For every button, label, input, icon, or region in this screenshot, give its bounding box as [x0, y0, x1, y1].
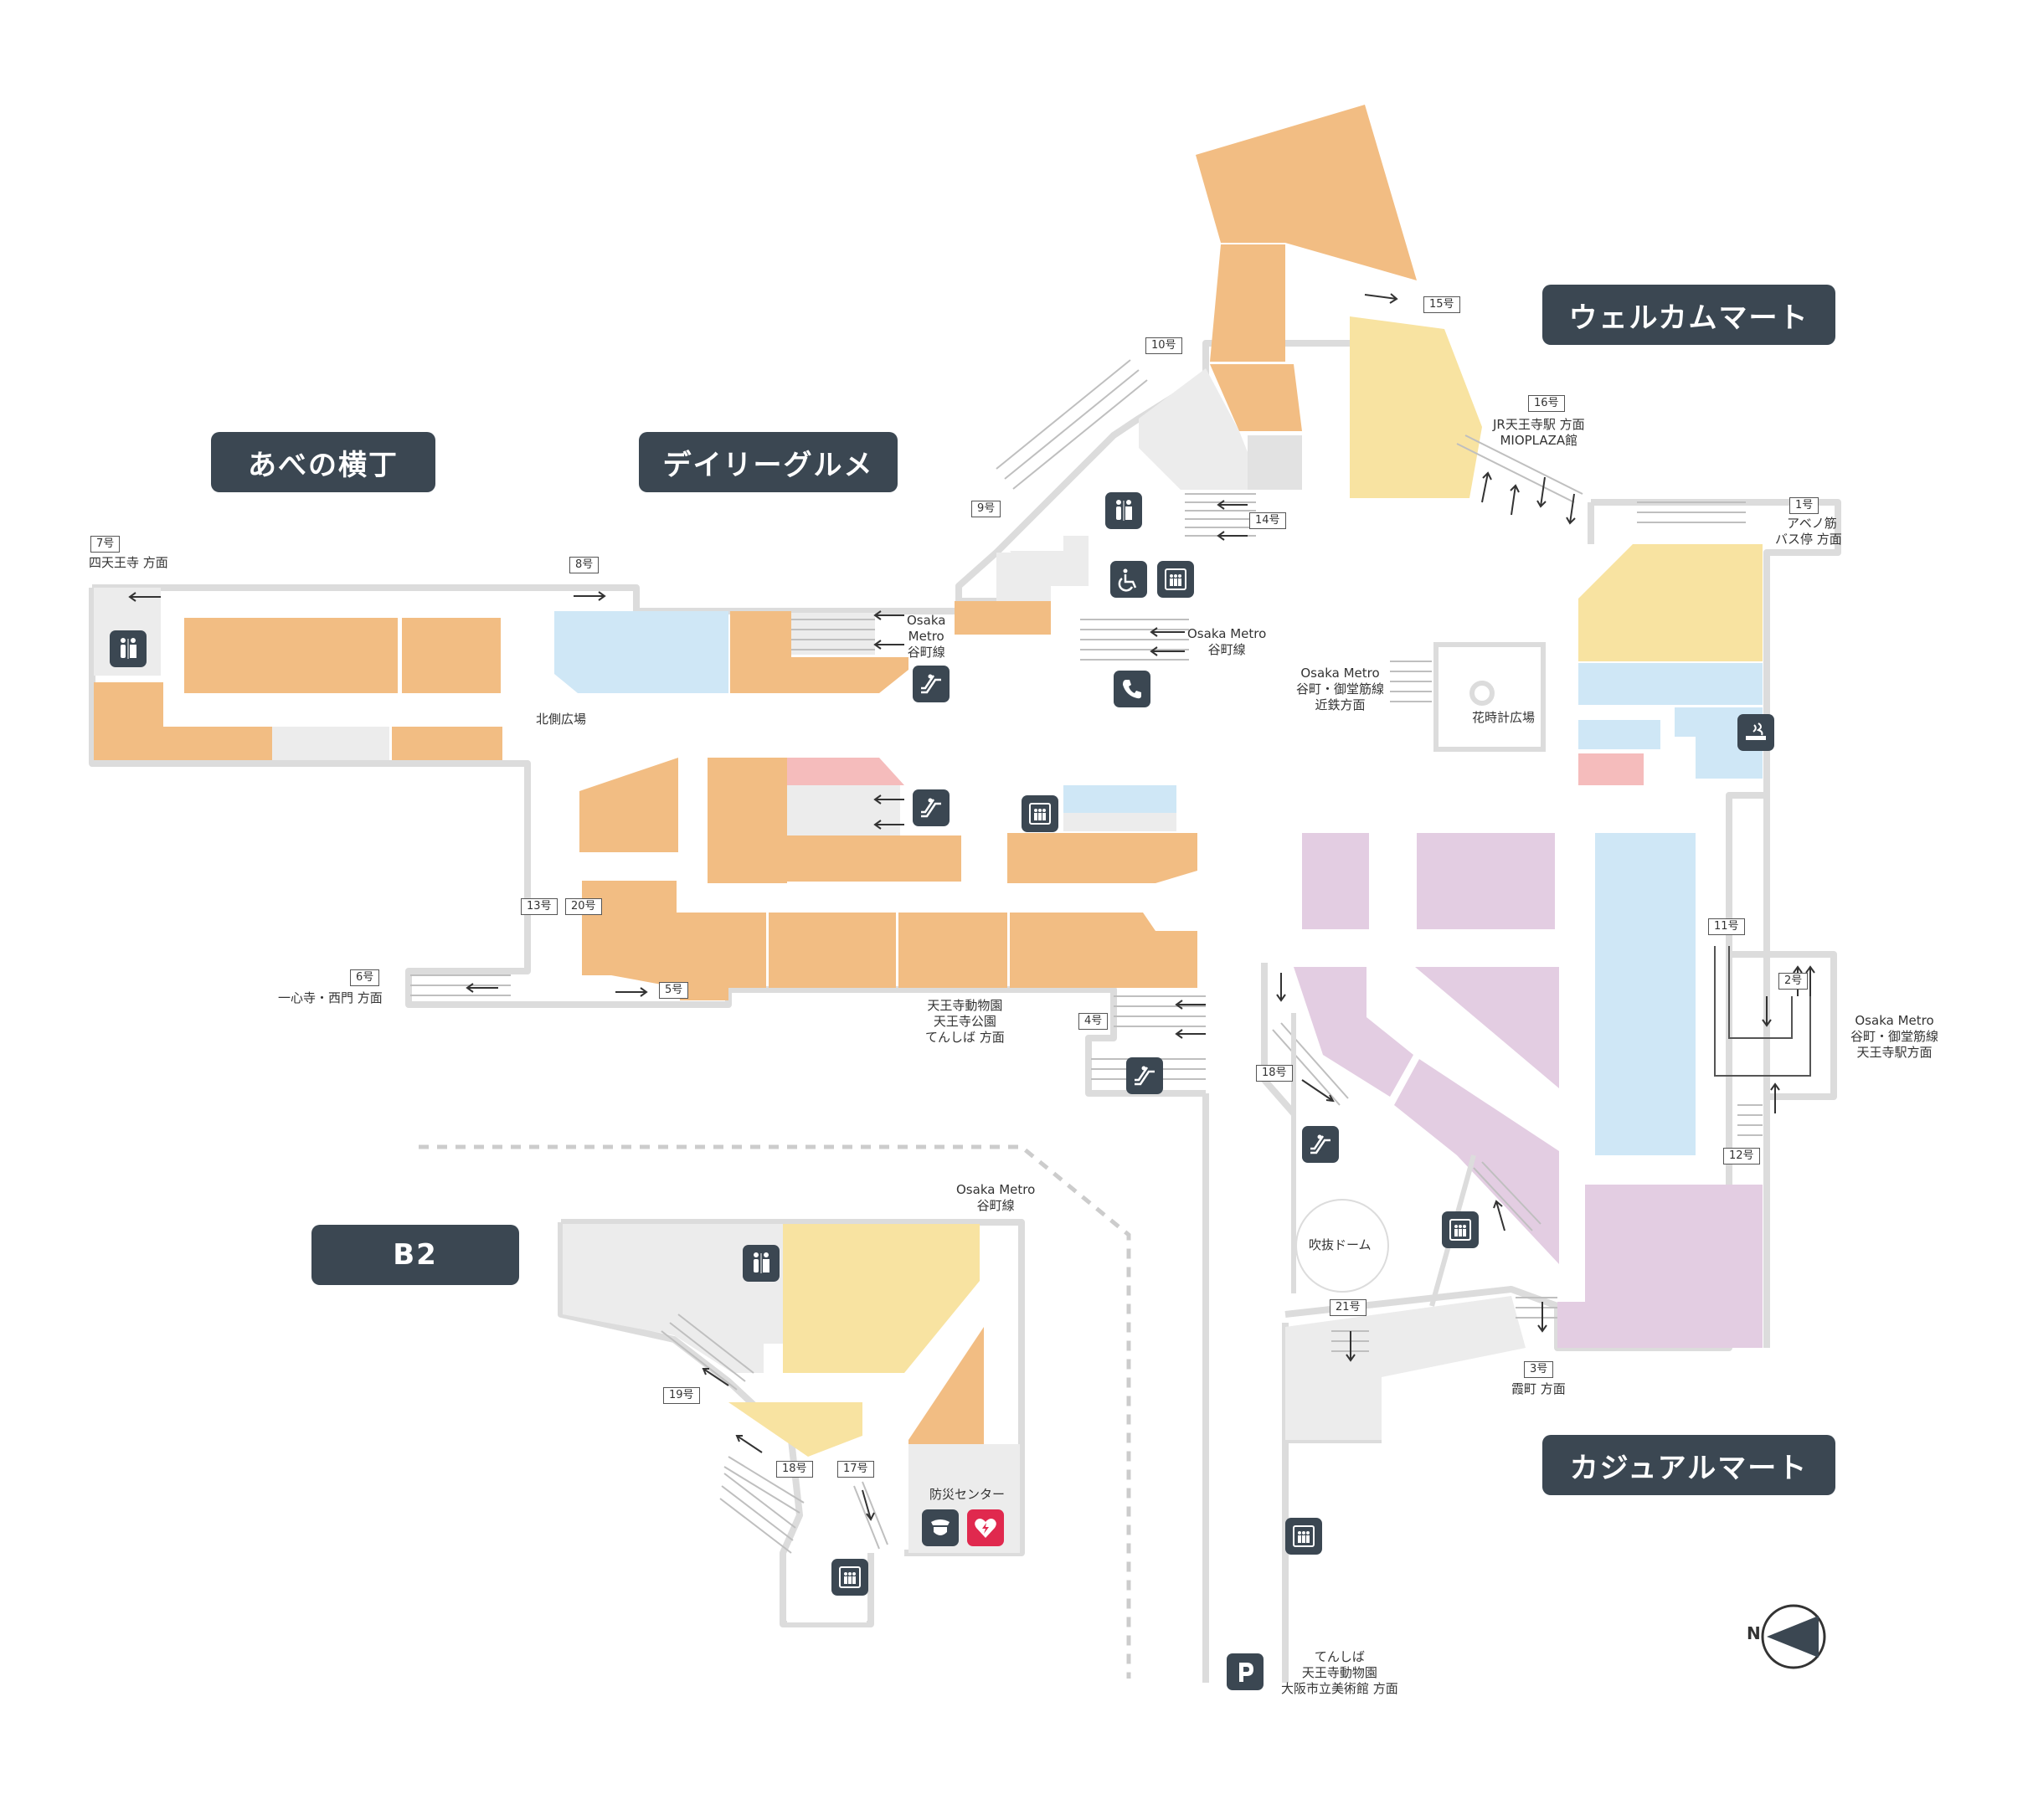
escalator-icon [1126, 1057, 1163, 1094]
gate-6: 6号 [350, 969, 380, 986]
security-guard-icon [922, 1509, 959, 1546]
gate-15: 15号 [1423, 296, 1460, 313]
label-kitagawa-hiroba: 北側広場 [536, 712, 587, 727]
elevator-icon [1022, 795, 1058, 832]
direction-metro-tanimachi-b: Osaka Metro 谷町線 [1187, 626, 1267, 657]
direction-abeno-bus: アベノ筋 バス停 方面 [1775, 516, 1842, 547]
label-hanatokei-hiroba: 花時計広場 [1472, 710, 1536, 725]
direction-metro-b2: Osaka Metro 谷町線 [956, 1182, 1036, 1213]
toilet-icon [743, 1245, 780, 1282]
parking-icon [1227, 1653, 1264, 1690]
direction-arrows [128, 293, 1815, 1362]
b2-arrows [702, 1368, 875, 1521]
gate-10: 10号 [1145, 337, 1182, 354]
elevator-icon [831, 1559, 868, 1596]
gate-16: 16号 [1528, 395, 1565, 412]
passage-lines [1714, 946, 1811, 1077]
gate-20: 20号 [565, 898, 602, 915]
zone-label-welcome-mart: ウェルカムマート [1542, 285, 1835, 345]
direction-tenshiba: てんしば 天王寺動物園 大阪市立美術館 方面 [1281, 1649, 1398, 1696]
escalator-icon [913, 789, 950, 826]
direction-jr-tennoji: JR天王寺駅 方面 MIOPLAZA館 [1493, 417, 1585, 448]
gate-18-b2: 18号 [776, 1461, 813, 1478]
fukinuke-dome-circle [1295, 1199, 1389, 1293]
gate-4: 4号 [1078, 1013, 1109, 1030]
gate-19: 19号 [663, 1387, 700, 1404]
gate-11: 11号 [1708, 918, 1745, 935]
zone-label-casual-mart: カジュアルマート [1542, 1435, 1835, 1495]
gate-5: 5号 [659, 982, 689, 999]
north-tower-area [1010, 105, 1417, 586]
welcome-mart-area [1350, 316, 1763, 1155]
direction-tennoji-zoo: 天王寺動物園 天王寺公園 てんしば 方面 [925, 998, 1005, 1045]
gate-18-casual: 18号 [1256, 1065, 1293, 1082]
label-bosai-center: 防災センター [929, 1487, 1006, 1502]
escalator-icon [1302, 1126, 1339, 1163]
abeno-yokocho-area [94, 588, 502, 760]
compass-north-label: N [1747, 1623, 1761, 1643]
stairs-hatching [410, 359, 1763, 1352]
gate-8: 8号 [569, 557, 600, 573]
gate-13: 13号 [521, 898, 558, 915]
toilet-icon [1105, 492, 1142, 529]
elevator-icon [1442, 1211, 1479, 1248]
gate-14: 14号 [1249, 512, 1286, 529]
gate-21: 21号 [1330, 1299, 1366, 1316]
gate-7: 7号 [90, 536, 121, 553]
elevator-icon [1285, 1518, 1322, 1555]
direction-shitennoji: 四天王寺 方面 [89, 555, 168, 570]
escalator-icon [913, 666, 950, 702]
phone-icon [1114, 671, 1150, 707]
gate-9: 9号 [971, 501, 1001, 517]
b2-area [563, 1224, 1020, 1622]
direction-kasumicho: 霞町 方面 [1511, 1381, 1566, 1396]
smoking-icon [1737, 714, 1774, 751]
elevator-icon [1157, 561, 1194, 598]
zone-label-abeno-yokocho: あべの横丁 [211, 432, 435, 492]
zone-label-daily-gourmet: デイリーグルメ [639, 432, 898, 492]
toilet-icon [110, 630, 147, 667]
b2-stairs-hatching [661, 1314, 888, 1554]
compass [1761, 1604, 1826, 1669]
direction-metro-tennoji-station: Osaka Metro 谷町・御堂筋線 天王寺駅方面 [1850, 1013, 1939, 1060]
gate-3: 3号 [1524, 1361, 1554, 1378]
direction-isshinji: 一心寺・西門 方面 [278, 990, 383, 1005]
zone-label-b2: B2 [311, 1225, 519, 1285]
direction-metro-tanimachi-midosuji-kintetsu: Osaka Metro 谷町・御堂筋線 近鉄方面 [1296, 666, 1385, 712]
wheelchair-icon [1110, 561, 1147, 598]
gate-17: 17号 [837, 1461, 874, 1478]
corridor-outlines [89, 340, 1841, 1683]
aed-icon [967, 1509, 1004, 1546]
direction-metro-tanimachi-a: Osaka Metro 谷町線 [907, 613, 946, 660]
gate-12: 12号 [1723, 1148, 1760, 1164]
b2-boundary-dashed [419, 1144, 1131, 1679]
gate-1: 1号 [1789, 497, 1819, 514]
gate-2: 2号 [1778, 973, 1809, 990]
label-fukinuke-dome: 吹抜ドーム [1309, 1237, 1372, 1252]
